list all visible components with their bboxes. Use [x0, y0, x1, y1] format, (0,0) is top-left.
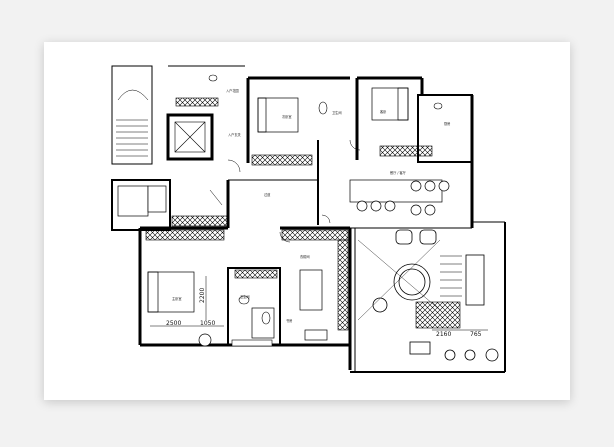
room-label: 入户玄关 — [228, 132, 242, 137]
armchair — [372, 297, 388, 313]
room-label: 次卧室 — [282, 114, 292, 119]
room-label: 厨房 — [444, 121, 450, 126]
room-labels: 入户花园 入户玄关 次卧室 卫生间 客卧 厨房 过道 餐厅 / 客厅 主卧室 卫… — [172, 88, 450, 323]
sanitary — [208, 74, 443, 347]
walls — [111, 65, 506, 373]
dimension-label: 2160 — [436, 331, 451, 338]
room-label: 入户花园 — [226, 88, 239, 93]
room-label: 主卧室 — [172, 296, 182, 301]
dimension-label: 2200 — [199, 288, 206, 303]
room-label: 卫生间 — [240, 294, 250, 299]
living-furniture — [357, 229, 499, 362]
room-label: 卫生间 — [332, 110, 342, 115]
dimension-label: 765 — [470, 331, 482, 338]
room-label: 过道 — [264, 192, 271, 197]
dimension-label: 2500 — [166, 320, 181, 327]
bed-guest — [371, 87, 409, 121]
beds — [147, 87, 409, 313]
stairs — [116, 89, 462, 297]
room-label: 客卧 — [380, 109, 387, 114]
room-label: 衣帽间 — [300, 254, 310, 259]
study-furniture — [117, 185, 328, 347]
hatched-walls — [145, 97, 461, 331]
dimensions: 2500 1050 2200 2160 765 — [150, 276, 488, 338]
dining-set — [349, 179, 450, 216]
dimension-label: 1050 — [200, 320, 215, 327]
doors — [209, 139, 361, 243]
bed-master — [147, 271, 195, 313]
elevator-shaft — [174, 121, 206, 153]
room-label: 餐厅 / 客厅 — [390, 170, 407, 175]
bed-secondary — [257, 97, 299, 133]
room-label: 书房 — [286, 318, 292, 323]
